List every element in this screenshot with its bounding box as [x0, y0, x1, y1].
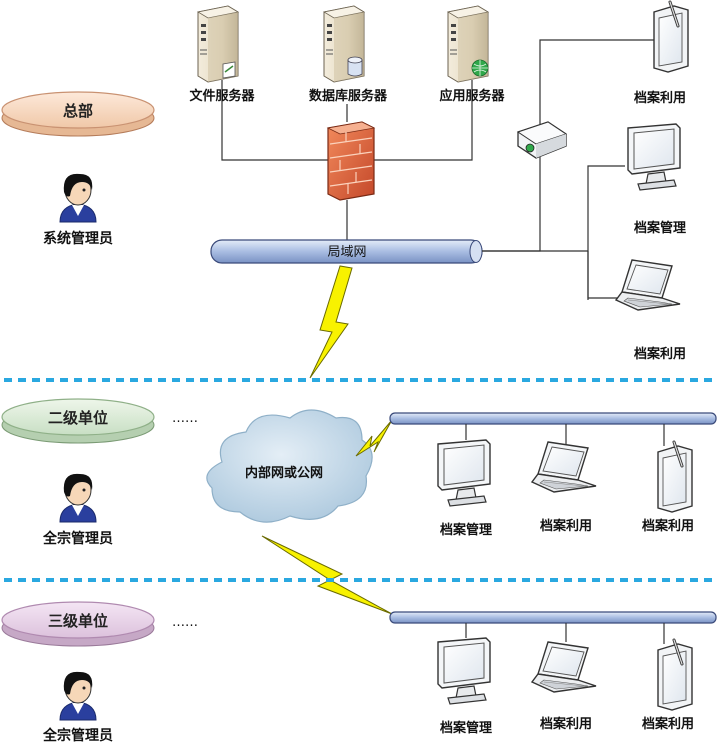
application-server[interactable]: [447, 5, 489, 83]
level3-ellipsis: ……: [172, 615, 198, 630]
admin-person-icon: [59, 473, 97, 523]
level3-tier-disc: 三级单位: [1, 601, 155, 647]
hq-admin-label: 系统管理员: [43, 230, 113, 247]
hq-client-monitor-label: 档案管理: [634, 220, 686, 236]
hq-lan-bus: 局域网: [210, 239, 483, 264]
level3-client-tablet-label: 档案利用: [642, 716, 694, 732]
laptop-icon: [531, 641, 597, 693]
firewall-icon: [326, 121, 376, 201]
level2-admin: [59, 473, 97, 523]
level3-client-laptop[interactable]: [531, 641, 597, 693]
level3-client-monitor[interactable]: [437, 637, 491, 705]
monitor-icon: [437, 637, 491, 705]
level2-ellipsis: ……: [172, 411, 198, 426]
file-server[interactable]: [197, 5, 239, 83]
level3-client-laptop-label: 档案利用: [540, 716, 592, 732]
level2-client-laptop-label: 档案利用: [540, 518, 592, 534]
level3-admin-label: 全宗管理员: [42, 727, 113, 744]
tablet-icon: [652, 0, 690, 74]
hq-client-laptop-label: 档案利用: [634, 346, 686, 362]
level2-client-monitor-label: 档案管理: [440, 522, 492, 538]
level2-client-laptop[interactable]: [531, 441, 597, 493]
monitor-icon: [437, 439, 491, 507]
laptop-icon: [531, 441, 597, 493]
level2-client-monitor[interactable]: [437, 439, 491, 507]
file-badge-icon: [222, 61, 236, 79]
hq-client-laptop[interactable]: [615, 259, 681, 311]
hq-tier-label: 总部: [63, 102, 93, 120]
hq-client-tablet-label: 档案利用: [634, 90, 686, 106]
tablet-icon: [656, 440, 694, 514]
level2-admin-label: 全宗管理员: [42, 530, 113, 547]
database-server[interactable]: [323, 5, 365, 83]
level3-admin: [59, 671, 97, 721]
hq-laptop-link: [587, 251, 622, 299]
level2-client-tablet-label: 档案利用: [642, 518, 694, 534]
file-server-label: 文件服务器: [189, 88, 255, 104]
cloud-label: 内部网或公网: [245, 465, 323, 481]
lightning-bolt-icon-l3: [261, 535, 393, 615]
hq-client-tablet[interactable]: [652, 0, 690, 74]
level3-tier-label: 三级单位: [48, 612, 108, 630]
lan-label: 局域网: [327, 245, 366, 260]
level2-bus: [389, 412, 717, 425]
laptop-icon: [615, 259, 681, 311]
globe-badge-icon: [471, 59, 489, 77]
hq-monitor-link: [587, 165, 625, 300]
application-server-label: 应用服务器: [439, 88, 505, 104]
level2-tier-label: 二级单位: [48, 409, 108, 427]
lightning-bolt-icon-hq: [309, 265, 353, 379]
monitor-icon: [627, 123, 681, 191]
admin-person-icon: [59, 671, 97, 721]
projector-icon: [516, 121, 568, 159]
hq-admin: [59, 173, 97, 223]
level3-bus: [389, 611, 717, 624]
database-server-label: 数据库服务器: [309, 88, 388, 104]
database-badge-icon: [347, 56, 363, 77]
cloud-icon: 内部网或公网: [206, 409, 373, 523]
level3-client-tablet[interactable]: [656, 638, 694, 712]
hq-tier-disc: 总部: [1, 91, 155, 137]
hq-client-monitor[interactable]: [627, 123, 681, 191]
tablet-icon: [656, 638, 694, 712]
level2-client-tablet[interactable]: [656, 440, 694, 514]
level3-client-monitor-label: 档案管理: [440, 720, 492, 736]
admin-person-icon: [59, 173, 97, 223]
level2-tier-disc: 二级单位: [1, 398, 155, 444]
